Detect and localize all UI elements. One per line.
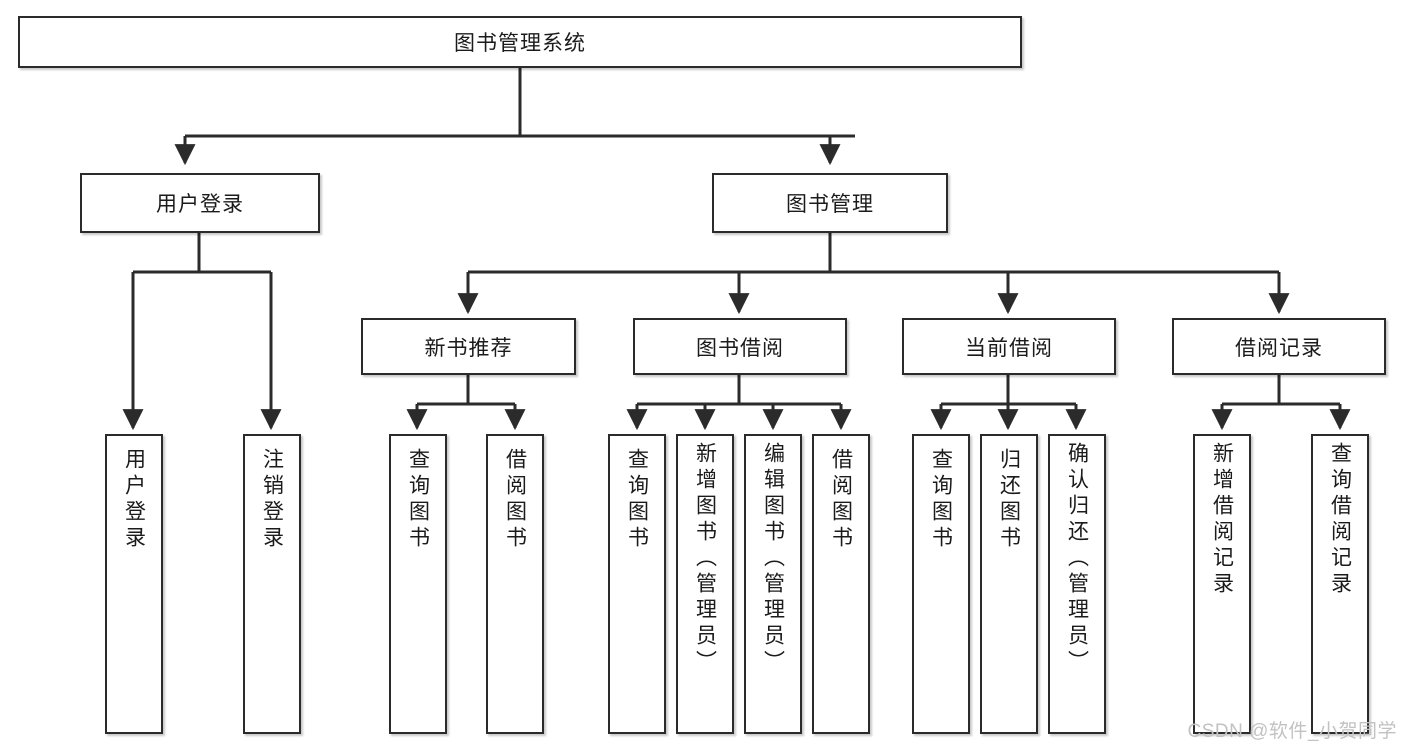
leaf-borrow-book-recommend-label: 借阅图书 bbox=[503, 448, 527, 552]
leaf-user-logout-label: 注销登录 bbox=[260, 448, 284, 552]
leaf-confirm-return[interactable]: 确认归还（管理员） bbox=[1048, 434, 1106, 734]
leaf-query-book-recommend[interactable]: 查询图书 bbox=[389, 434, 447, 734]
node-book-borrow-label: 图书借阅 bbox=[696, 336, 784, 360]
watermark: CSDN @软件_小贺同学 bbox=[1187, 721, 1397, 742]
leaf-return-book-label: 归还图书 bbox=[997, 448, 1021, 552]
node-borrow-record-label: 借阅记录 bbox=[1235, 336, 1323, 360]
node-root-label: 图书管理系统 bbox=[454, 32, 586, 55]
leaf-user-logout[interactable]: 注销登录 bbox=[243, 434, 301, 734]
leaf-query-record-label: 查询借阅记录 bbox=[1328, 442, 1352, 598]
leaf-query-book-current[interactable]: 查询图书 bbox=[912, 434, 970, 734]
node-book-borrow[interactable]: 图书借阅 bbox=[633, 318, 847, 375]
leaf-query-record[interactable]: 查询借阅记录 bbox=[1311, 434, 1369, 734]
node-new-book-recommend[interactable]: 新书推荐 bbox=[361, 318, 576, 375]
leaf-borrow-book-recommend[interactable]: 借阅图书 bbox=[486, 434, 544, 734]
leaf-query-book-borrow[interactable]: 查询图书 bbox=[608, 434, 666, 734]
leaf-edit-book[interactable]: 编辑图书（管理员） bbox=[744, 434, 802, 734]
node-borrow-record[interactable]: 借阅记录 bbox=[1172, 318, 1386, 375]
node-current-borrow-label: 当前借阅 bbox=[965, 336, 1053, 360]
leaf-edit-book-label: 编辑图书（管理员） bbox=[761, 442, 785, 676]
leaf-add-record-label: 新增借阅记录 bbox=[1210, 442, 1234, 598]
node-user-login[interactable]: 用户登录 bbox=[80, 173, 320, 233]
leaf-borrow-book-label: 借阅图书 bbox=[829, 448, 853, 552]
leaf-borrow-book[interactable]: 借阅图书 bbox=[812, 434, 870, 734]
leaf-return-book[interactable]: 归还图书 bbox=[980, 434, 1038, 734]
leaf-user-login[interactable]: 用户登录 bbox=[105, 434, 163, 734]
leaf-confirm-return-label: 确认归还（管理员） bbox=[1065, 442, 1089, 676]
leaf-user-login-label: 用户登录 bbox=[122, 448, 146, 552]
leaf-add-book[interactable]: 新增图书（管理员） bbox=[676, 434, 734, 734]
node-book-manage-label: 图书管理 bbox=[786, 193, 874, 216]
node-book-manage[interactable]: 图书管理 bbox=[712, 173, 948, 233]
leaf-query-book-borrow-label: 查询图书 bbox=[625, 448, 649, 552]
node-user-login-label: 用户登录 bbox=[156, 193, 244, 216]
leaf-query-book-current-label: 查询图书 bbox=[929, 448, 953, 552]
leaf-query-book-recommend-label: 查询图书 bbox=[406, 448, 430, 552]
leaf-add-book-label: 新增图书（管理员） bbox=[693, 442, 717, 676]
leaf-add-record[interactable]: 新增借阅记录 bbox=[1193, 434, 1251, 734]
node-current-borrow[interactable]: 当前借阅 bbox=[902, 318, 1116, 375]
node-new-book-recommend-label: 新书推荐 bbox=[424, 336, 513, 360]
node-root[interactable]: 图书管理系统 bbox=[18, 16, 1022, 68]
